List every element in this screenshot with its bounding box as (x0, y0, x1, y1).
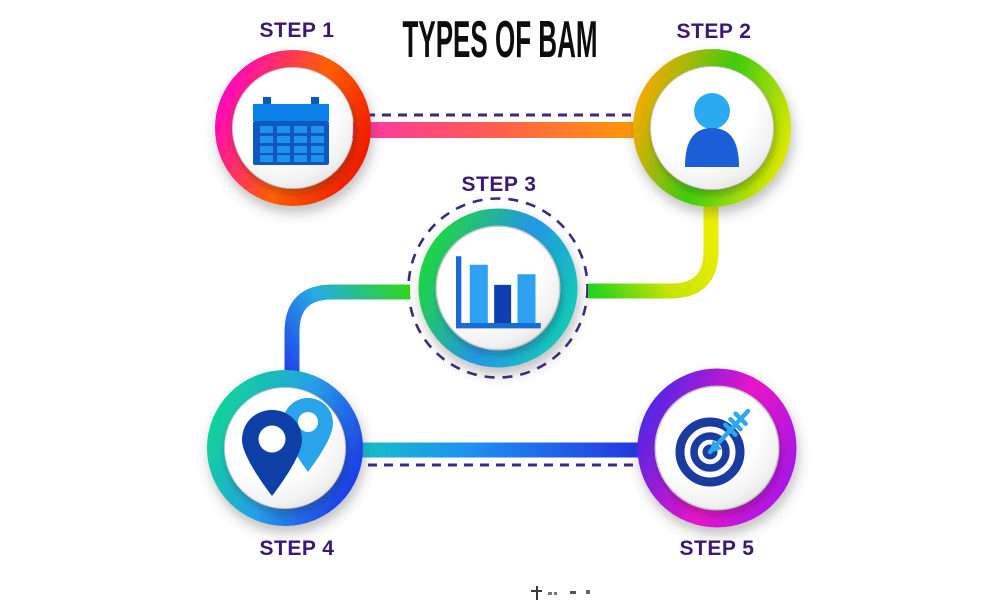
person-body (685, 128, 739, 167)
step-4-node (207, 370, 363, 526)
watermark-fragment (531, 590, 542, 592)
location-pins-icon (242, 398, 333, 496)
arrow-fletch-3 (733, 411, 748, 426)
arrow-fletch-1 (723, 422, 738, 438)
calendar-grid-cells (260, 126, 324, 162)
step-3-dashed-highlight-circle (407, 197, 589, 379)
page-title: TYPES OF BAM (402, 11, 598, 69)
step-4-ring (207, 370, 363, 526)
step-5-ring (637, 368, 797, 528)
step-3-label: STEP 3 (461, 173, 537, 196)
bar-chart-dark-bar (494, 284, 512, 324)
location-pin-front (242, 410, 302, 496)
step-2-label: STEP 2 (676, 20, 752, 43)
watermark-fragment (536, 586, 538, 600)
bar-chart-icon (456, 256, 541, 329)
watermark-fragment (570, 591, 576, 594)
step-1-label: STEP 1 (259, 19, 335, 42)
bar-chart-light-bars (469, 264, 536, 324)
target-outer-ring (675, 417, 745, 487)
step-4-label: STEP 4 (259, 537, 335, 560)
connector-step2-step3 (588, 195, 719, 299)
location-pin-back-hole (298, 412, 318, 432)
connector-step3-step4 (284, 284, 410, 376)
target-icon (675, 408, 751, 487)
step-3-node (418, 208, 578, 368)
watermark-fragment (586, 590, 590, 594)
step-3-ring (418, 208, 578, 368)
location-pin-front-hole (258, 425, 286, 453)
arrow-tip (709, 440, 722, 453)
person-icon (685, 93, 739, 167)
step-2-node (633, 49, 791, 207)
calendar-header (253, 104, 329, 121)
step-1-node (215, 50, 371, 206)
calendar-icon (253, 97, 329, 165)
step-5-label: STEP 5 (679, 537, 755, 560)
person-head (694, 93, 730, 129)
arrow-fletch-2 (728, 416, 743, 432)
target-middle-ring (690, 432, 730, 472)
step-2-ring (633, 49, 791, 207)
watermark-fragment (554, 592, 557, 595)
step-5-node (637, 368, 797, 528)
watermark-fragment (548, 592, 552, 595)
step-1-ring (215, 50, 371, 206)
